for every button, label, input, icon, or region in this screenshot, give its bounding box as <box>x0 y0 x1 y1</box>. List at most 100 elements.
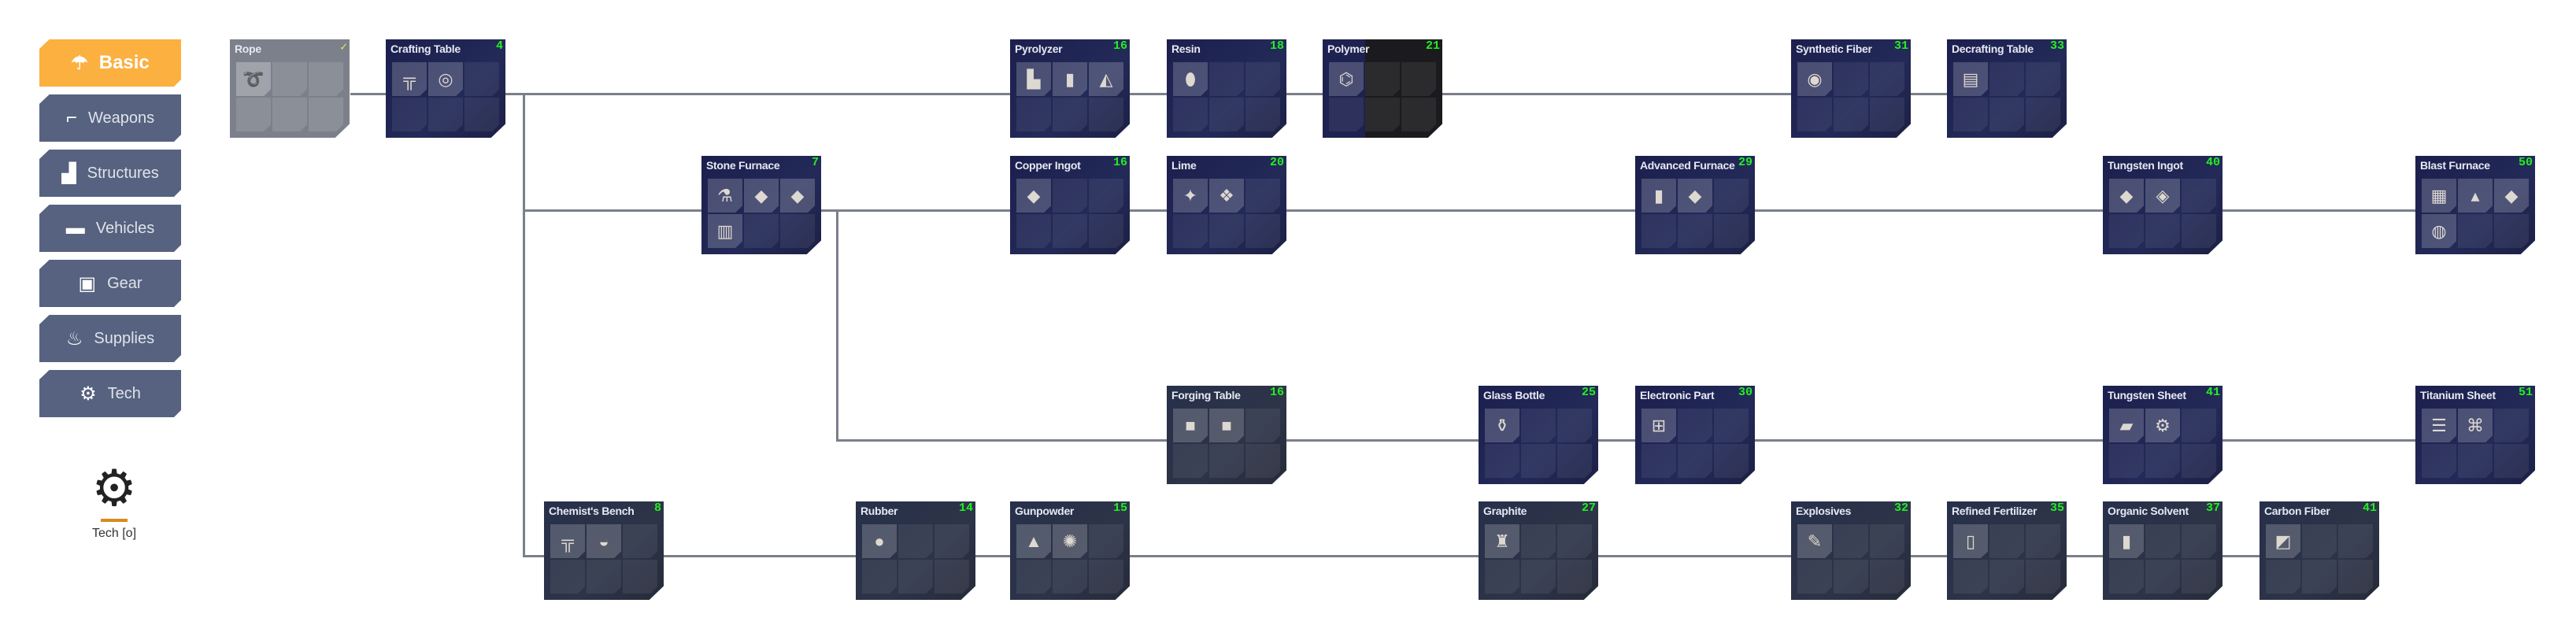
empty-slot <box>2182 560 2216 594</box>
recipe-slot[interactable]: ⊞ <box>1641 409 1676 442</box>
tech-node-decrafting-table[interactable]: Decrafting Table 33 ▤ <box>1947 39 2067 138</box>
tech-node-electronic-part[interactable]: Electronic Part 30 ⊞ <box>1635 386 1755 484</box>
empty-slot <box>2338 560 2373 594</box>
empty-slot <box>2266 560 2300 594</box>
category-tab-tech[interactable]: ⚙Tech <box>39 370 181 417</box>
tech-node-gunpowder[interactable]: Gunpowder 15 ▲✺ <box>1010 501 1130 600</box>
recipe-slot[interactable]: ▰ <box>2109 409 2144 442</box>
tech-node-rope[interactable]: Rope ✓ ➰ <box>230 39 350 138</box>
empty-slot <box>1989 62 2024 96</box>
recipe-slot[interactable]: ◈ <box>2145 179 2180 213</box>
recipe-slot[interactable]: ⚙ <box>2145 409 2180 442</box>
recipe-slot[interactable]: ⌘ <box>2458 409 2493 442</box>
recipe-slot[interactable]: ◍ <box>2422 214 2456 248</box>
recipe-slot[interactable]: ▴ <box>2458 179 2493 213</box>
recipe-slot[interactable]: ▲ <box>1016 524 1051 558</box>
empty-slot <box>1797 560 1832 594</box>
category-tab-vehicles[interactable]: ▬Vehicles <box>39 205 181 252</box>
recipe-slot[interactable]: ■ <box>1173 409 1208 442</box>
recipe-slot[interactable]: ◩ <box>2266 524 2300 558</box>
recipe-slot[interactable]: ▦ <box>2422 179 2456 213</box>
tech-node-resin[interactable]: Resin 18 ⬮ <box>1167 39 1286 138</box>
recipe-slot[interactable]: ╦ <box>550 524 585 558</box>
tech-node-tungsten-sheet[interactable]: Tungsten Sheet 41 ▰⚙ <box>2103 386 2223 484</box>
recipe-slot[interactable]: ⬮ <box>1173 62 1208 96</box>
tech-node-explosives[interactable]: Explosives 32 ✎ <box>1791 501 1911 600</box>
tech-node-refined-fertilizer[interactable]: Refined Fertilizer 35 ▯ <box>1947 501 2067 600</box>
recipe-slot[interactable]: ◎ <box>428 62 463 96</box>
campfire-icon: ♨ <box>65 327 83 350</box>
tech-node-titanium-sheet[interactable]: Titanium Sheet 51 ☰⌘ <box>2415 386 2535 484</box>
recipe-grid: ⬮ <box>1173 62 1280 131</box>
tech-node-copper-ingot[interactable]: Copper Ingot 16 ◆ <box>1010 156 1130 254</box>
tech-node-synthetic-fiber[interactable]: Synthetic Fiber 31 ◉ <box>1791 39 1911 138</box>
empty-slot <box>1870 98 1904 131</box>
node-title: Tungsten Ingot <box>2108 159 2183 172</box>
recipe-slot[interactable]: ◆ <box>744 179 779 213</box>
recipe-slot[interactable]: ◆ <box>780 179 815 213</box>
recipe-slot[interactable]: ♜ <box>1485 524 1519 558</box>
recipe-slot[interactable]: ▥ <box>708 214 742 248</box>
recipe-slot[interactable]: ☰ <box>2422 409 2456 442</box>
recipe-slot[interactable]: ▮ <box>1641 179 1676 213</box>
tech-node-carbon-fiber[interactable]: Carbon Fiber 41 ◩ <box>2260 501 2379 600</box>
recipe-slot[interactable]: ◆ <box>2109 179 2144 213</box>
recipe-slot[interactable]: ▮ <box>2109 524 2144 558</box>
recipe-slot[interactable]: ▯ <box>1953 524 1988 558</box>
empty-slot <box>1053 98 1087 131</box>
category-tab-weapons[interactable]: ⌐Weapons <box>39 94 181 142</box>
tech-node-stone-furnace[interactable]: Stone Furnace 7 ⚗◆◆▥ <box>701 156 821 254</box>
category-tab-supplies[interactable]: ♨Supplies <box>39 315 181 362</box>
category-tab-gear[interactable]: ▣Gear <box>39 260 181 307</box>
recipe-slot[interactable]: ◉ <box>1797 62 1832 96</box>
tech-node-organic-solvent[interactable]: Organic Solvent 37 ▮ <box>2103 501 2223 600</box>
tech-node-pyrolyzer[interactable]: Pyrolyzer 16 ▙▮◭ <box>1010 39 1130 138</box>
recipe-slot[interactable]: ✎ <box>1797 524 1832 558</box>
category-tab-structures[interactable]: ▟Structures <box>39 150 181 197</box>
node-title: Tungsten Sheet <box>2108 389 2186 401</box>
tech-node-advanced-furnace[interactable]: Advanced Furnace 29 ▮◆ <box>1635 156 1755 254</box>
empty-slot <box>2458 214 2493 248</box>
tech-node-tungsten-ingot[interactable]: Tungsten Ingot 40 ◆◈ <box>2103 156 2223 254</box>
recipe-slot[interactable]: ⚗ <box>708 179 742 213</box>
tech-node-graphite[interactable]: Graphite 27 ♜ <box>1479 501 1598 600</box>
tech-node-rubber[interactable]: Rubber 14 ● <box>856 501 975 600</box>
node-title: Pyrolyzer <box>1015 43 1063 55</box>
tech-node-polymer[interactable]: Polymer 21 ⌬ <box>1323 39 1442 138</box>
empty-slot <box>1678 214 1712 248</box>
recipe-slot[interactable]: ⚱ <box>1485 409 1519 442</box>
level-requirement: 7 <box>811 156 819 169</box>
tech-node-crafting-table[interactable]: Crafting Table 4 ╦◎ <box>386 39 505 138</box>
recipe-slot[interactable]: ◒ <box>587 524 621 558</box>
recipe-slot[interactable]: ❖ <box>1209 179 1244 213</box>
recipe-slot[interactable]: ⌬ <box>1329 62 1364 96</box>
recipe-slot[interactable]: ➰ <box>236 62 271 96</box>
recipe-slot[interactable]: ▤ <box>1953 62 1988 96</box>
recipe-slot[interactable]: ◆ <box>2494 179 2529 213</box>
empty-slot <box>550 560 585 594</box>
level-requirement: 14 <box>958 501 973 515</box>
tech-node-lime[interactable]: Lime 20 ✦❖ <box>1167 156 1286 254</box>
recipe-slot[interactable]: ✺ <box>1053 524 1087 558</box>
tech-node-chemist-s-bench[interactable]: Chemist's Bench 8 ╦◒ <box>544 501 664 600</box>
empty-slot <box>2494 444 2529 478</box>
empty-slot <box>1870 560 1904 594</box>
recipe-slot[interactable]: ╦ <box>392 62 427 96</box>
empty-slot <box>1401 98 1436 131</box>
recipe-slot[interactable]: ◆ <box>1016 179 1051 213</box>
recipe-slot[interactable]: ✦ <box>1173 179 1208 213</box>
empty-slot <box>1953 560 1988 594</box>
empty-slot <box>1245 179 1280 213</box>
recipe-slot[interactable]: ● <box>862 524 897 558</box>
recipe-slot[interactable]: ■ <box>1209 409 1244 442</box>
recipe-slot[interactable]: ▙ <box>1016 62 1051 96</box>
tech-node-forging-table[interactable]: Forging Table 16 ■■ <box>1167 386 1286 484</box>
tech-node-blast-furnace[interactable]: Blast Furnace 50 ▦▴◆◍ <box>2415 156 2535 254</box>
recipe-grid: ▯ <box>1953 524 2060 594</box>
recipe-slot[interactable]: ◆ <box>1678 179 1712 213</box>
recipe-slot[interactable]: ◭ <box>1089 62 1123 96</box>
current-category-indicator[interactable]: ⚙ Tech [o] <box>71 461 157 541</box>
tech-node-glass-bottle[interactable]: Glass Bottle 25 ⚱ <box>1479 386 1598 484</box>
recipe-slot[interactable]: ▮ <box>1053 62 1087 96</box>
category-tab-basic[interactable]: ☂Basic <box>39 39 181 87</box>
